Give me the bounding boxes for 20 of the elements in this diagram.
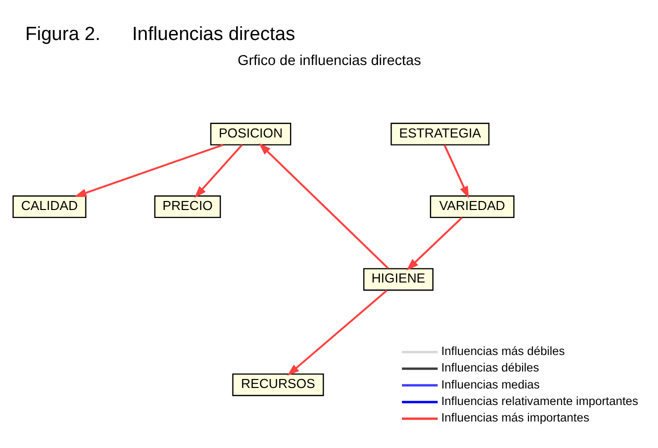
node-box: RECURSOS bbox=[232, 373, 324, 396]
arrow bbox=[258, 143, 389, 269]
node-box: CALIDAD bbox=[12, 195, 86, 218]
node-box: ESTRATEGIA bbox=[390, 122, 490, 146]
arrow bbox=[194, 144, 243, 198]
arrow bbox=[444, 144, 469, 198]
legend-label: Influencias más débiles bbox=[441, 344, 565, 358]
node-box: HIGIENE bbox=[363, 268, 434, 291]
legend-label: Influencias más importantes bbox=[441, 410, 590, 425]
arrow bbox=[287, 290, 388, 376]
legend-label: Influencias relativamente importantes bbox=[441, 394, 638, 408]
node-box: POSICION bbox=[210, 122, 292, 146]
arrow bbox=[406, 217, 463, 270]
legend-label: Influencias débiles bbox=[441, 360, 540, 375]
diagram-title: Figura 2. Influencias directas bbox=[25, 24, 296, 45]
arrow bbox=[74, 144, 224, 197]
node-box: PRECIO bbox=[154, 195, 221, 218]
label: Grfico de influencias directas bbox=[238, 53, 421, 70]
node-box: VARIEDAD bbox=[430, 195, 514, 218]
legend-label: Influencias medias bbox=[441, 377, 540, 392]
